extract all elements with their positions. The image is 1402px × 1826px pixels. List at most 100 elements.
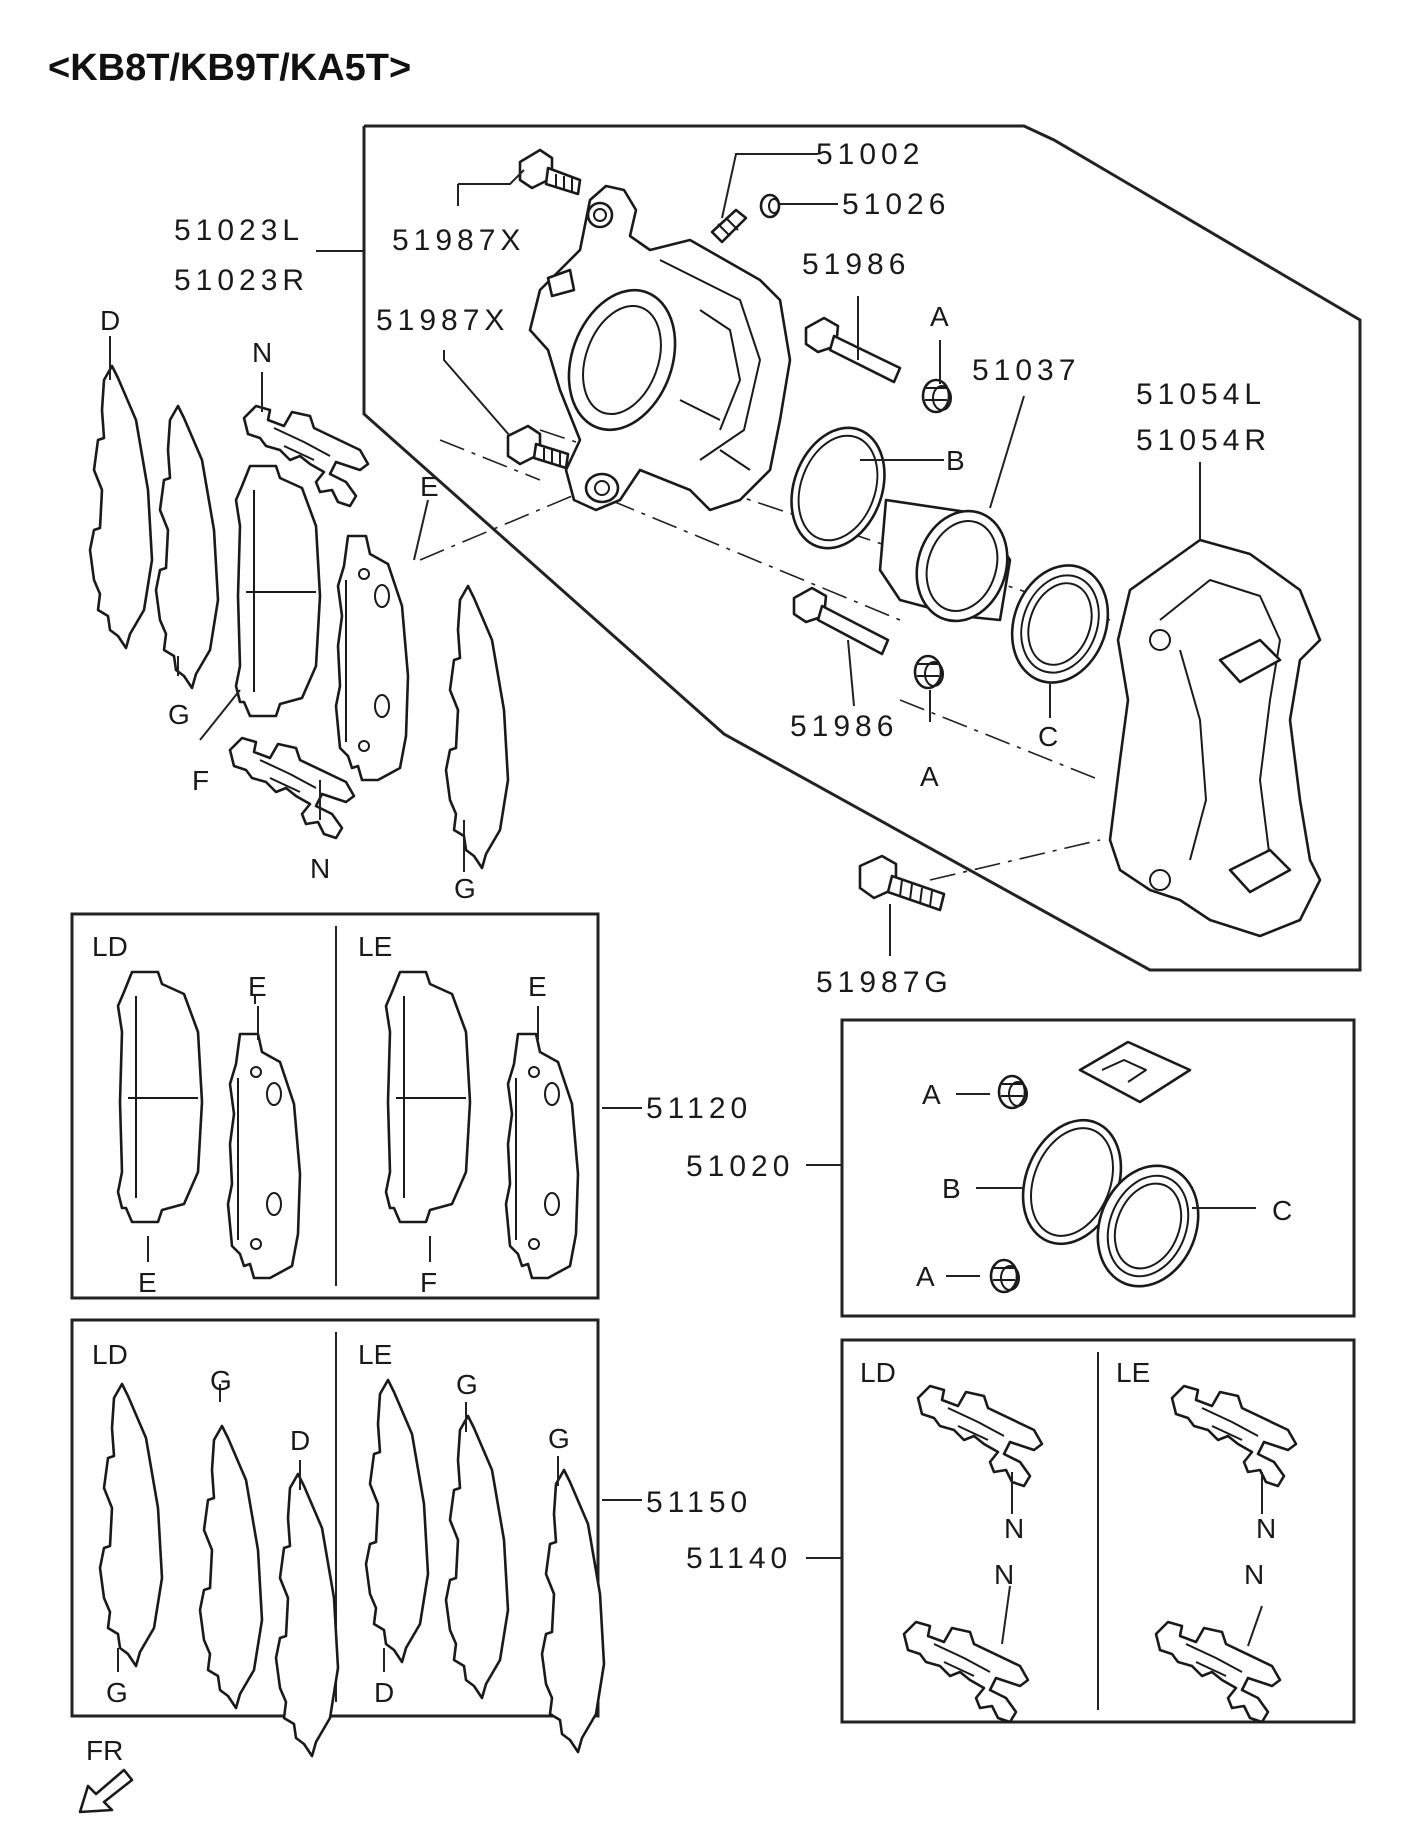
kit-box-51020	[840, 1018, 1356, 1318]
kit-51120-ld-pad-e-backing	[226, 1032, 302, 1280]
alignment-lines	[419, 429, 1111, 881]
callout-a-top: A	[930, 301, 949, 332]
kit-51020-callout-c: C	[1272, 1195, 1292, 1226]
kit-51020-callout-a-top: A	[922, 1079, 941, 1110]
kit-51140-ld-title: LD	[860, 1357, 896, 1388]
label-51986-bottom: 51986	[790, 710, 898, 743]
callout-f-upper: F	[192, 765, 209, 796]
kit-51120-callout-f: F	[420, 1267, 437, 1298]
dust-boot-c	[1010, 564, 1110, 684]
kit-51150-le-shim-d	[364, 1378, 430, 1664]
callout-n-upper: N	[252, 337, 272, 368]
shim-d-upper	[88, 364, 154, 650]
guide-bolt-51987x-top	[518, 148, 582, 196]
label-fr: FR	[86, 1735, 123, 1766]
pin-boot-a-bottom	[913, 654, 945, 690]
kit-51150-callout-g4: G	[548, 1423, 570, 1454]
guide-pin-51986-top	[804, 316, 902, 384]
kit-51150-le-title: LE	[358, 1339, 392, 1370]
kit-51140-le-clip-1	[1170, 1384, 1298, 1488]
bleeder-cap-51026	[759, 193, 781, 219]
kit-51150-ld-shim-d	[274, 1472, 340, 1758]
brake-pad-f-upper	[234, 464, 322, 718]
kit-51140-callout-n1: N	[1004, 1513, 1024, 1544]
label-51037: 51037	[972, 354, 1080, 387]
shim-g-upper-left	[154, 404, 220, 690]
caliper-body	[528, 184, 792, 512]
kit-51150-le-shim-g2	[540, 1468, 606, 1754]
guide-pin-51986-bottom	[792, 586, 890, 656]
kit-51020-grease-packet	[1078, 1040, 1192, 1104]
kit-51120-le-pad-f	[384, 970, 472, 1224]
kit-51150-callout-g3: G	[456, 1369, 478, 1400]
kit-51020-boot-a-top	[997, 1074, 1029, 1110]
kit-box-51140	[840, 1338, 1356, 1724]
label-51150: 51150	[646, 1486, 752, 1519]
model-title: <KB8T/KB9T/KA5T>	[48, 47, 411, 89]
label-51120: 51120	[646, 1092, 752, 1125]
kit-51120-callout-e1: E	[248, 971, 267, 1002]
kit-51140-ld-clip-2	[902, 1620, 1030, 1724]
label-51023r: 51023R	[174, 264, 309, 297]
callout-b: B	[946, 445, 965, 476]
piston-seal-b	[790, 426, 886, 550]
mounting-bolt-51987g	[858, 854, 946, 912]
kit-51150-callout-d2: D	[374, 1677, 394, 1708]
label-51054l: 51054L	[1136, 378, 1266, 411]
brake-pad-e-upper	[334, 534, 410, 782]
bleeder-screw-51002	[710, 208, 748, 244]
callout-n-lower: N	[310, 853, 330, 884]
piston-51037	[878, 498, 1012, 623]
callout-d-upper: D	[100, 305, 120, 336]
guide-bolt-51987x-mid	[506, 424, 570, 470]
kit-51120-le-title: LE	[358, 931, 392, 962]
label-51140: 51140	[686, 1542, 792, 1575]
kit-51120-ld-pad-e	[116, 970, 204, 1224]
label-51987x-top: 51987X	[392, 224, 525, 257]
kit-51140-ld-clip-1	[916, 1384, 1044, 1488]
label-51986-top: 51986	[802, 248, 910, 281]
kit-51020-boot-a-bottom	[989, 1258, 1021, 1294]
callout-a-bottom: A	[920, 761, 939, 792]
kit-box-51150	[70, 1318, 600, 1718]
pad-clip-n-lower	[228, 736, 356, 840]
kit-51120-callout-e2: E	[138, 1267, 157, 1298]
label-51002: 51002	[816, 138, 924, 171]
kit-51120-le-pad-e-backing	[504, 1032, 580, 1280]
label-51026: 51026	[842, 188, 950, 221]
callout-g-upper-right: G	[454, 873, 476, 904]
kit-51020-callout-b: B	[942, 1173, 961, 1204]
label-51054r: 51054R	[1136, 424, 1271, 457]
label-51020: 51020	[686, 1150, 794, 1183]
kit-51150-callout-g2: G	[106, 1677, 128, 1708]
kit-51150-ld-title: LD	[92, 1339, 128, 1370]
kit-51150-callout-d1: D	[290, 1425, 310, 1456]
kit-51140-le-clip-2	[1154, 1620, 1282, 1724]
kit-51120-ld-title: LD	[92, 931, 128, 962]
caliper-bracket-51054	[1108, 538, 1322, 938]
leader-lines	[109, 153, 1263, 1672]
caliper-assembly-outline	[362, 124, 1362, 972]
pin-boot-a-top	[921, 378, 953, 414]
kit-51140-callout-n3: N	[1256, 1513, 1276, 1544]
front-direction-arrow-icon	[78, 1768, 134, 1814]
kit-51120-callout-e3: E	[528, 971, 547, 1002]
callout-g-upper-left: G	[168, 699, 190, 730]
kit-51140-callout-n4: N	[1244, 1559, 1264, 1590]
kit-51140-le-title: LE	[1116, 1357, 1150, 1388]
label-51023l: 51023L	[174, 214, 304, 247]
kit-51150-le-shim-g1	[444, 1414, 510, 1700]
shim-g-upper-right	[444, 584, 510, 870]
kit-51020-boot-c	[1096, 1164, 1200, 1288]
kit-51140-callout-n2: N	[994, 1559, 1014, 1590]
kit-51150-ld-shim-g1	[98, 1382, 164, 1668]
kit-51150-ld-shim-g2	[198, 1424, 264, 1710]
label-51987g: 51987G	[816, 966, 953, 999]
kit-box-51120	[70, 912, 600, 1300]
kit-51150-callout-g1: G	[210, 1365, 232, 1396]
label-51987x-mid: 51987X	[376, 304, 509, 337]
callout-e-upper: E	[420, 471, 439, 502]
kit-51020-callout-a-bottom: A	[916, 1261, 935, 1292]
callout-c: C	[1038, 721, 1058, 752]
